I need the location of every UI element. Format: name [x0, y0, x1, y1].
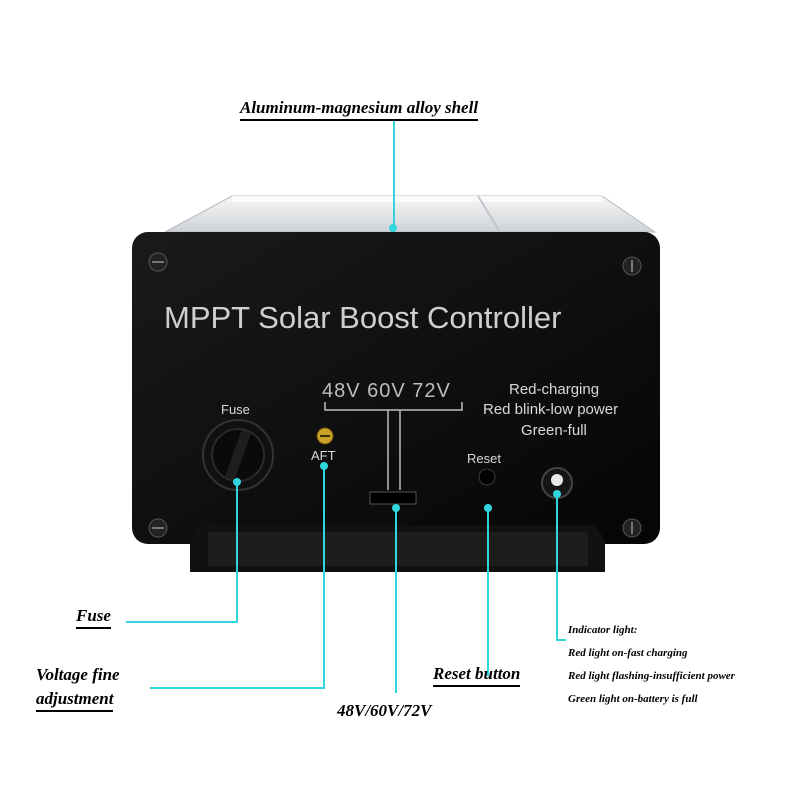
voltage-selector-icon	[324, 402, 463, 490]
voltage-select-callout: 48V/60V/72V	[337, 701, 432, 720]
legend-line-2: Red blink-low power	[483, 401, 619, 418]
shell-callout: Aluminum-magnesium alloy shell	[240, 98, 479, 121]
voltage-adjust-callout-line2: adjustment	[36, 689, 114, 712]
screw-icon	[148, 252, 642, 538]
indicator-red: Red light on-fast charging	[568, 647, 688, 659]
reset-hole-icon	[478, 468, 496, 486]
reset-panel-label: Reset	[467, 451, 501, 466]
fuse-callout: Fuse	[76, 606, 111, 629]
aft-potentiometer-icon	[316, 427, 334, 445]
fuse-holder-icon	[202, 419, 274, 491]
voltage-switch	[369, 491, 417, 505]
indicator-title: Indicator light:	[568, 624, 638, 636]
aft-panel-label: AFT	[311, 448, 336, 463]
legend-line-1: Red-charging	[509, 381, 600, 398]
reset-callout: Reset button	[433, 664, 521, 687]
indicator-blink: Red light flashing-insufficient power	[568, 670, 735, 682]
voltage-adjust-callout-line1: Voltage fine	[36, 665, 120, 684]
device-title: MPPT Solar Boost Controller	[164, 300, 562, 335]
fuse-panel-label: Fuse	[221, 402, 250, 417]
indicator-green: Green light on-battery is full	[568, 693, 698, 705]
voltage-options-label: 48V 60V 72V	[322, 380, 451, 402]
legend-line-3: Green-full	[521, 422, 587, 439]
